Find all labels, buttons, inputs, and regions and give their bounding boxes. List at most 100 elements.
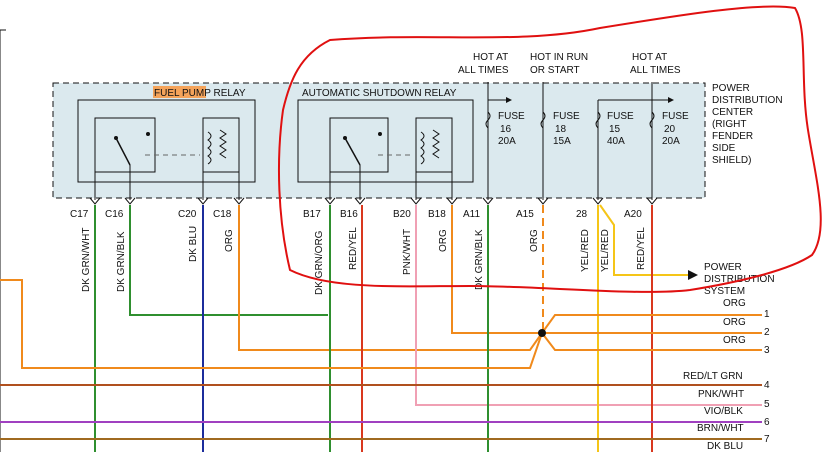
- power-distribution-center-box: [52, 82, 706, 199]
- chevron-down-icon: [354, 197, 366, 205]
- asd-coil-resistor: [432, 129, 440, 159]
- fuel-pump-coil-left: [207, 131, 212, 165]
- fuse-15-symbol-icon: [595, 111, 601, 129]
- fuse-20-number: 20: [664, 124, 676, 135]
- wire-label-a15: ORG: [529, 229, 540, 252]
- asd-relay-box: [297, 99, 474, 183]
- row-label-5: PNK/WHT: [698, 389, 744, 400]
- chevron-down-icon: [124, 197, 136, 205]
- hot-at-all-times-1-line2: ALL TIMES: [458, 65, 509, 76]
- row-num-1: 1: [764, 309, 770, 320]
- pin-a15: A15: [516, 209, 534, 220]
- pdc-label-line7: SHIELD): [712, 155, 751, 166]
- row-label-2: ORG: [723, 317, 746, 328]
- fuse-15-number: 15: [609, 124, 621, 135]
- wire-label-c17: DK GRN/WHT: [81, 228, 92, 292]
- fuse-15-label: FUSE: [607, 111, 634, 122]
- hot-at-all-times-1-line1: HOT AT: [473, 52, 508, 63]
- fuse-16-amps: 20A: [498, 136, 516, 147]
- wire-label-a11: DK GRN/BLK: [474, 229, 485, 290]
- fuse-16-arrow-icon: [506, 97, 512, 103]
- fuse-18-amps: 15A: [553, 136, 571, 147]
- pin-a11: A11: [463, 209, 480, 220]
- wire-b18-org: [451, 205, 542, 334]
- fuel-pump-relay-highlight-text: FUEL PUMP: [154, 88, 211, 99]
- chevron-down-icon: [324, 197, 336, 205]
- fuel-pump-relay-title: FUEL PUMP RELAY: [154, 88, 246, 99]
- fuse-15-amps: 40A: [607, 136, 625, 147]
- pdc-label-line2: DISTRIBUTION: [712, 95, 783, 106]
- pdc-label-line6: SIDE: [712, 143, 736, 154]
- pds-label-line2: DISTRIBUTION: [704, 274, 775, 285]
- wire-org-out-3: [541, 332, 762, 351]
- row-label-7: BRN/WHT: [697, 423, 744, 434]
- connector-chevrons: [89, 197, 658, 205]
- wire-org-left-feed: [0, 279, 543, 369]
- wire-label-28a: YEL/RED: [580, 229, 591, 272]
- fuse-16-symbol-icon: [485, 111, 491, 129]
- pin-c20: C20: [178, 209, 197, 220]
- fuel-pump-relay-box: [77, 99, 256, 183]
- wires: [0, 204, 762, 452]
- hot-in-run-line2: OR START: [530, 65, 580, 76]
- chevron-down-icon: [646, 197, 658, 205]
- fuse-20-label: FUSE: [662, 111, 689, 122]
- right-rows: ORG 1 ORG 2 ORG 3 RED/LT GRN 4 PNK/WHT 5…: [683, 298, 770, 452]
- row-label-3: ORG: [723, 335, 746, 346]
- fuse-18-symbol-icon: [540, 111, 546, 129]
- fuse-16-label: FUSE: [498, 111, 525, 122]
- fuse-20-symbol-icon: [649, 111, 655, 129]
- fuel-pump-highlight: [153, 86, 206, 98]
- fuel-pump-switch-contact-a: [114, 136, 118, 140]
- chevron-down-icon: [89, 197, 101, 205]
- pin-c18: C18: [213, 209, 232, 220]
- row-num-3: 3: [764, 345, 770, 356]
- asd-switch-contact-b: [378, 132, 382, 136]
- fuse-18-number: 18: [555, 124, 567, 135]
- pdc-label-line5: FENDER: [712, 131, 753, 142]
- hot-at-all-times-2-line2: ALL TIMES: [630, 65, 681, 76]
- row-label-6: VIO/BLK: [704, 406, 743, 417]
- pds-label-line1: POWER: [704, 262, 742, 273]
- fuse-20-amps: 20A: [662, 136, 680, 147]
- row-num-7: 7: [764, 434, 770, 445]
- relay-leads: [94, 145, 453, 200]
- fuel-pump-relay-suffix: RELAY: [211, 88, 246, 99]
- wire-label-28b: YEL/RED: [600, 229, 611, 272]
- red-annotation-circle: [277, 5, 822, 293]
- chevron-down-icon: [233, 197, 245, 205]
- wire-label-c20: DK BLU: [188, 226, 199, 262]
- wire-labels: DK GRN/WHT DK GRN/BLK DK BLU ORG DK GRN/…: [81, 226, 647, 295]
- chevron-down-icon: [537, 197, 549, 205]
- asd-relay-title: AUTOMATIC SHUTDOWN RELAY: [302, 88, 457, 99]
- pin-b16: B16: [340, 209, 358, 220]
- fuse-18: FUSE 18 15A: [542, 82, 580, 200]
- row-num-2: 2: [764, 327, 770, 338]
- pin-b17: B17: [303, 209, 321, 220]
- wire-label-b18: ORG: [438, 229, 449, 252]
- fuel-pump-switch-contact-b: [146, 132, 150, 136]
- row-num-4: 4: [764, 380, 770, 391]
- fuse-18-label: FUSE: [553, 111, 580, 122]
- hot-at-all-times-2-line1: HOT AT: [632, 52, 667, 63]
- chevron-down-icon: [410, 197, 422, 205]
- row-label-8: DK BLU: [707, 441, 743, 452]
- row-label-1: ORG: [723, 298, 746, 309]
- chevron-down-icon: [197, 197, 209, 205]
- fuel-pump-switch-frame: [94, 117, 156, 173]
- asd-coil-left: [420, 131, 425, 165]
- pin-b18: B18: [428, 209, 446, 220]
- wire-b20-pnk-wht: [415, 205, 762, 406]
- fuse-16: FUSE 16 20A: [487, 82, 525, 200]
- wire-org-out-1: [541, 314, 762, 334]
- chevron-down-icon: [592, 197, 604, 205]
- pin-b20: B20: [393, 209, 411, 220]
- asd-switch-contact-a: [343, 136, 347, 140]
- fuse-15: FUSE 15 40A: [597, 99, 652, 200]
- pin-28: 28: [576, 209, 588, 220]
- pin-c17: C17: [70, 209, 89, 220]
- fuel-pump-relay: FUEL PUMP RELAY: [77, 86, 256, 183]
- wire-label-a20: RED/YEL: [636, 227, 647, 270]
- pdc-label-line3: CENTER: [712, 107, 753, 118]
